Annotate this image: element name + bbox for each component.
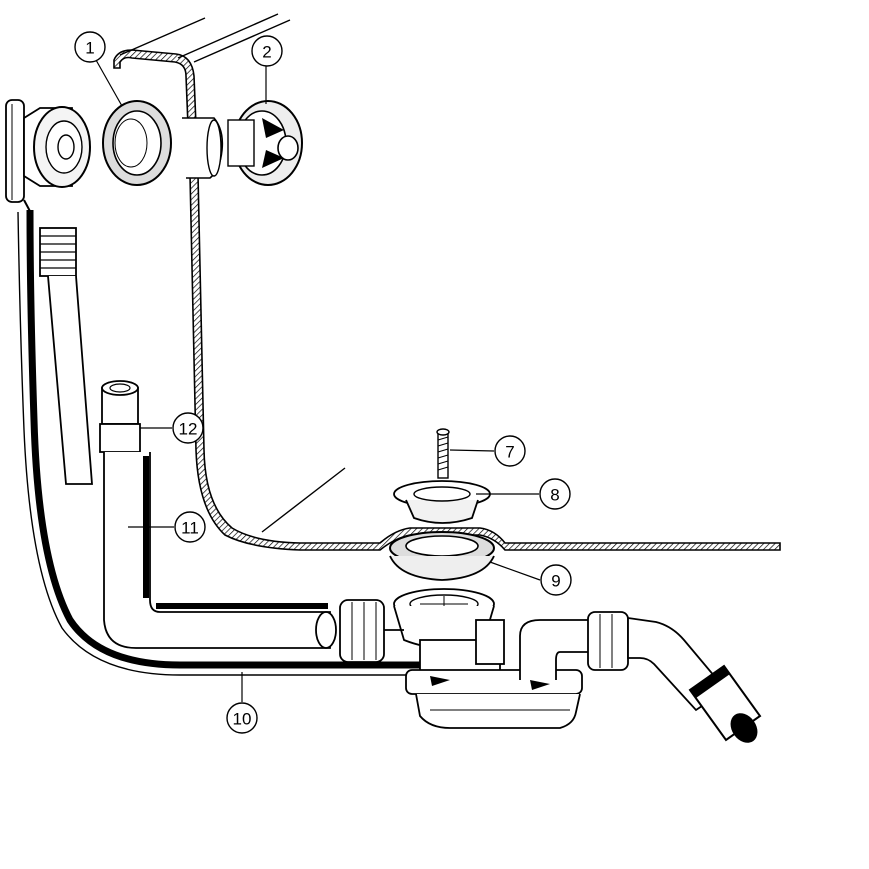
callout-7-label: 7 <box>505 443 514 462</box>
drain-plug <box>393 480 491 524</box>
callout-12-label: 12 <box>179 420 198 439</box>
plug-screw <box>436 428 450 479</box>
fill-fitting <box>99 380 141 453</box>
callout-10: 10 <box>226 702 258 734</box>
callout-1: 1 <box>74 31 106 63</box>
callout-12: 12 <box>172 412 204 444</box>
waste-body <box>384 588 505 681</box>
fill-pipe <box>103 452 337 649</box>
outlet-flange <box>389 531 495 581</box>
callout-2-label: 2 <box>262 43 271 62</box>
outlet-union-nut <box>587 611 629 671</box>
callout-9: 9 <box>540 564 572 596</box>
callout-2: 2 <box>251 35 283 67</box>
callout-1-label: 1 <box>85 39 94 58</box>
outlet-sleeve <box>688 664 762 743</box>
overflow-boss <box>182 117 224 179</box>
overflow-cover <box>227 100 303 186</box>
callout-11: 11 <box>174 511 206 543</box>
leader-9 <box>489 561 541 581</box>
overflow-down-pipe <box>47 275 93 485</box>
overflow-threaded-coupling <box>39 227 77 277</box>
bowden-cable <box>17 209 420 676</box>
callout-7: 7 <box>494 435 526 467</box>
leader-7 <box>449 449 495 452</box>
callout-8: 8 <box>539 478 571 510</box>
overflow-housing <box>5 99 91 216</box>
leader-1 <box>95 59 123 107</box>
union-nut <box>339 599 385 663</box>
overflow-gasket <box>102 100 172 186</box>
callout-8-label: 8 <box>550 486 559 505</box>
callout-11-label: 11 <box>181 519 199 538</box>
callout-9-label: 9 <box>551 572 560 591</box>
callout-10-label: 10 <box>233 710 252 729</box>
